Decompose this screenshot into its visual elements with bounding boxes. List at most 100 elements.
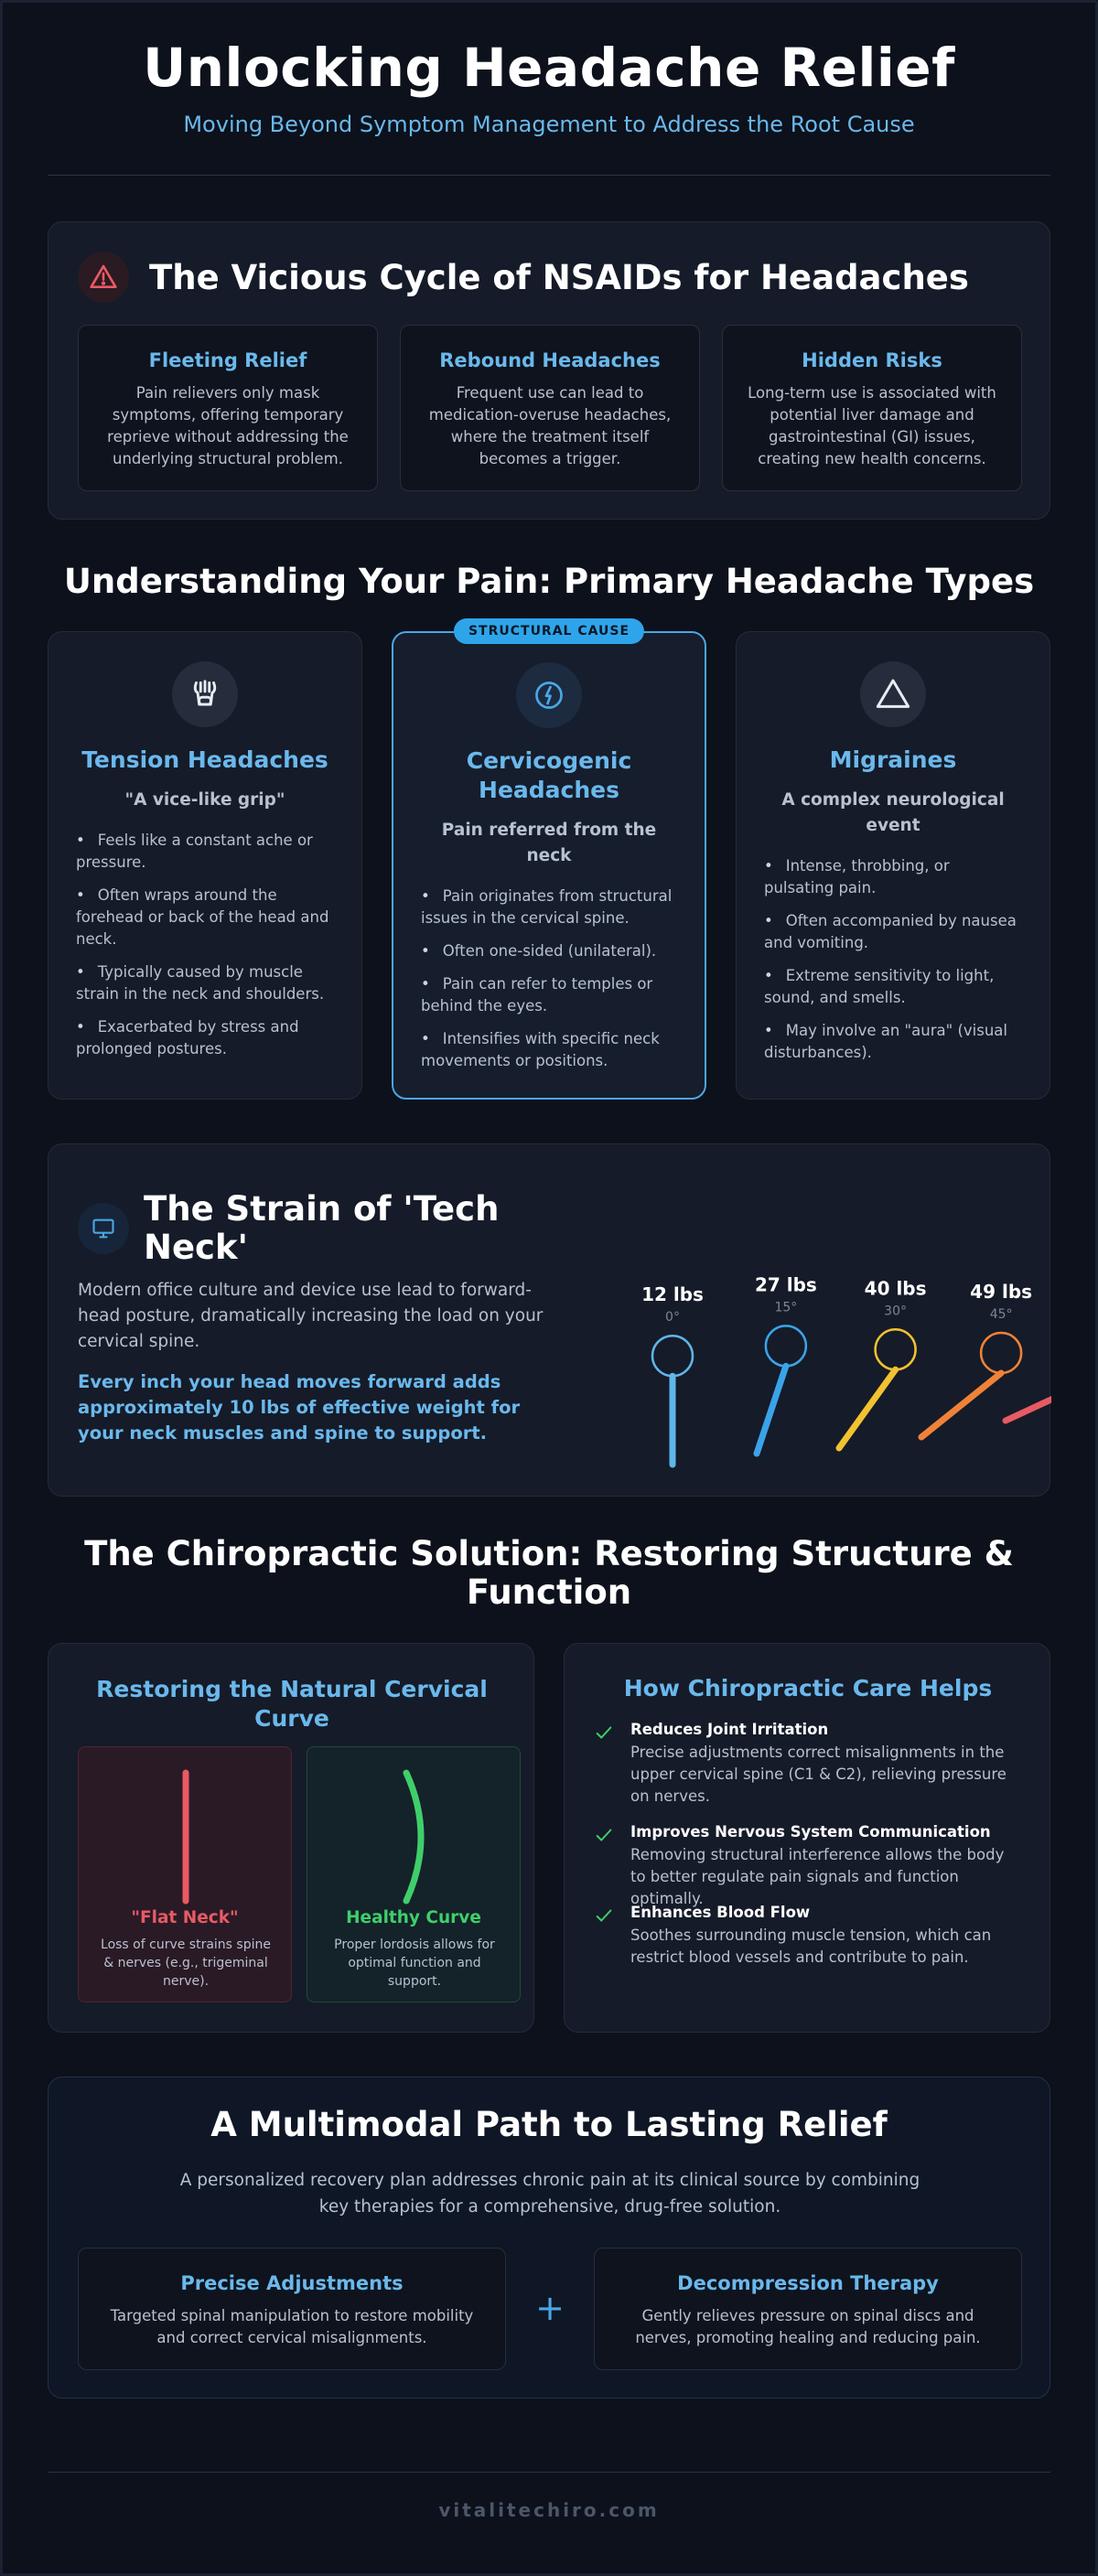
therapy-card: Decompression Therapy Gently relieves pr… [594,2248,1022,2370]
bullet: Often accompanied by nausea and vomiting… [764,910,1022,954]
therapy-text: Gently relieves pressure on spinal discs… [635,2307,981,2346]
healthy-curve-panel: Healthy Curve Proper lordosis allows for… [307,1746,521,2002]
posture-figure: 40 lbs 30° [835,1277,927,1452]
help-item-title: Improves Nervous System Communication [630,1823,991,1841]
weight-label: 12 lbs [641,1283,704,1305]
nsaid-item-title: Rebound Headaches [439,349,661,371]
help-item-text: Precise adjustments correct misalignment… [630,1744,1006,1805]
angle-label: 30° [884,1304,907,1318]
head-circle [651,1334,694,1378]
posture-figure: 60 lbs60° [1002,1395,1051,1424]
weight-label: 27 lbs [755,1273,817,1295]
posture-figure: 12 lbs 0° [641,1283,704,1468]
neck-line [835,1366,899,1452]
neck-line [753,1362,790,1457]
flat-neck-desc: Loss of curve strains spine & nerves (e.… [101,1937,271,1989]
therapy-card: Precise Adjustments Targeted spinal mani… [78,2248,506,2370]
head-circle [979,1331,1023,1375]
flat-spine-icon [182,1769,189,1905]
bullet: Pain can refer to temples or behind the … [421,973,677,1017]
check-icon [594,1721,630,1808]
tech-neck-title: The Strain of 'Tech Neck' [144,1189,500,1267]
angle-label: 45° [990,1307,1013,1322]
spine-bolt-icon [516,662,582,728]
curve-card: Restoring the Natural Cervical Curve "Fl… [48,1643,534,2033]
tech-neck-emphasis: Every inch your head moves forward adds … [78,1371,521,1444]
multimodal-section: A Multimodal Path to Lasting Relief A pe… [48,2077,1050,2399]
warning-icon [78,252,129,303]
page-header: Unlocking Headache Relief Moving Beyond … [48,37,1050,137]
posture-figure: 49 lbs 45° [918,1281,1032,1441]
type-tagline: A complex neurological event [781,790,1005,835]
type-tagline: Pain referred from the neck [441,821,657,865]
help-item-title: Reduces Joint Irritation [630,1721,829,1738]
flat-neck-label: "Flat Neck" [131,1908,239,1927]
footer-divider [48,2472,1050,2473]
angle-label: 15° [774,1300,797,1315]
healthy-curve-desc: Proper lordosis allows for optimal funct… [334,1937,495,1989]
bullet: Often wraps around the forehead or back … [76,885,334,950]
triangle-alert-icon [860,661,926,727]
head-circle [874,1328,917,1371]
bullet: Exacerbated by stress and prolonged post… [76,1016,334,1060]
curve-title: Restoring the Natural Cervical Curve [96,1676,488,1732]
healthy-curve-label: Healthy Curve [346,1908,481,1927]
therapy-title: Precise Adjustments [180,2272,404,2294]
monitor-icon [78,1203,129,1254]
helps-title: How Chiropractic Care Helps [623,1675,993,1701]
posture-diagram: 12 lbs 0° 27 lbs 15° 40 lbs 30° 49 lbs 45° 60 lb… [641,1273,1051,1468]
head-clamp-icon [172,661,238,727]
neck-line [1002,1395,1051,1424]
chiro-title: The Chiropractic Solution: Restoring Str… [84,1534,1014,1612]
check-icon [594,1823,630,1910]
help-item: Reduces Joint Irritation Precise adjustm… [594,1721,1024,1808]
bullet: May involve an "aura" (visual disturbanc… [764,1020,1022,1064]
type-card-cervicogenic: STRUCTURAL CAUSE Cervicogenic Headaches … [392,618,706,1100]
bullet: Intensifies with specific neck movements… [421,1028,677,1072]
flat-neck-panel: "Flat Neck" Loss of curve strains spine … [78,1746,292,2002]
therapy-text: Targeted spinal manipulation to restore … [110,2307,474,2346]
tech-neck-body: Modern office culture and device use lea… [78,1281,544,1351]
curved-spine-icon [403,1769,425,1905]
type-title: Migraines [829,746,957,773]
nsaid-item-text: Frequent use can lead to medication-over… [428,384,672,467]
nsaid-item-title: Fleeting Relief [148,349,307,371]
therapy-title: Decompression Therapy [677,2272,939,2294]
head-circle [764,1325,808,1368]
nsaid-item-text: Pain relievers only mask symptoms, offer… [107,384,349,467]
help-item: Improves Nervous System Communication Re… [594,1823,1024,1910]
type-bullets: Intense, throbbing, or pulsating pain. O… [764,855,1022,1064]
help-item-title: Enhances Blood Flow [630,1904,811,1921]
help-item-text: Removing structural interference allows … [630,1846,1005,1907]
multimodal-intro: A personalized recovery plan addresses c… [179,2171,920,2216]
tech-neck-section: The Strain of 'Tech Neck' Modern office … [48,1143,1051,1497]
nsaid-title: The Vicious Cycle of NSAIDs for Headache… [149,257,969,297]
nsaid-section: The Vicious Cycle of NSAIDs for Headache… [48,221,1050,520]
check-icon [594,1904,630,1969]
bullet: Feels like a constant ache or pressure. [76,830,334,874]
nsaid-item: Rebound Headaches Frequent use can lead … [400,325,700,491]
weight-label: 40 lbs [865,1277,927,1299]
help-item: Enhances Blood Flow Soothes surrounding … [594,1904,1024,1969]
types-title: Understanding Your Pain: Primary Headach… [63,562,1035,601]
plus-icon: + [535,2288,565,2328]
posture-figure: 27 lbs 15° [753,1273,817,1457]
type-title: Cervicogenic Headaches [466,747,632,803]
page-title: Unlocking Headache Relief [143,37,955,99]
nsaid-item: Hidden Risks Long-term use is associated… [722,325,1022,491]
bullet: Pain originates from structural issues i… [421,886,677,929]
page-subtitle: Moving Beyond Symptom Management to Addr… [183,112,915,137]
helps-card: How Chiropractic Care Helps Reduces Join… [564,1643,1050,2033]
nsaid-item: Fleeting Relief Pain relievers only mask… [78,325,378,491]
bullet: Often one-sided (unilateral). [421,940,677,962]
nsaid-item-text: Long-term use is associated with potenti… [748,384,996,467]
neck-line [918,1369,1005,1441]
bullet: Intense, throbbing, or pulsating pain. [764,855,1022,899]
header-divider [48,175,1050,176]
weight-label: 49 lbs [970,1281,1032,1303]
angle-label: 0° [665,1310,680,1325]
nsaid-item-title: Hidden Risks [802,349,942,371]
type-card-tension: Tension Headaches "A vice-like grip" Fee… [48,631,362,1100]
help-item-text: Soothes surrounding muscle tension, whic… [630,1927,992,1966]
